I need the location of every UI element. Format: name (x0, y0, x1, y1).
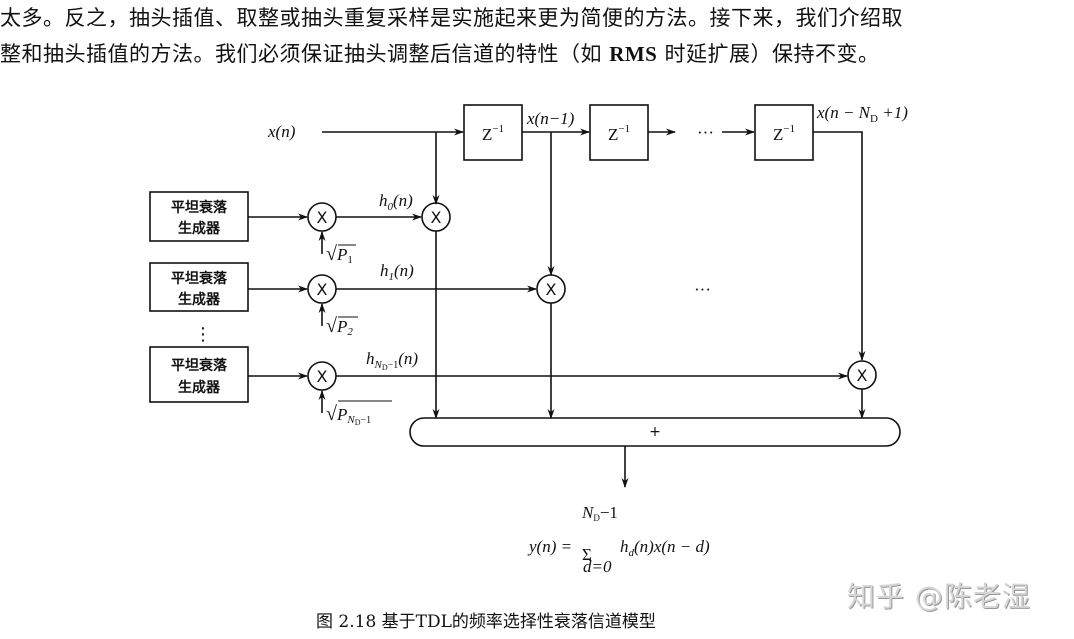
multiply-icon: X (317, 367, 328, 386)
paragraph-text: 太多。反之，抽头插值、取整或抽头重复采样是实施起来更为简便的方法。接下来，我们介… (0, 6, 903, 30)
paragraph-text: 时延扩展）保持不变。 (657, 42, 880, 66)
adder (409, 417, 901, 447)
delay-ellipsis: ··· (697, 123, 714, 142)
multiply-icon: X (317, 280, 328, 299)
generator-label: 平坦衰落 (171, 357, 228, 374)
vertical-ellipsis: ⋮ (194, 324, 212, 345)
watermark: 知乎 @陈老湿 (847, 580, 1031, 613)
delay-label: Z−1 (482, 123, 504, 144)
sqrt-p2-label: √P2 (326, 315, 353, 338)
sqrt-pn-label: √PND−1 (326, 403, 371, 427)
h1-label: h1(n) (380, 261, 414, 283)
adder-plus-icon: + (649, 424, 661, 440)
sum-upper-limit: ND−1 (581, 503, 618, 523)
paragraph-text: 整和抽头插值的方法。我们必须保证抽头调整后信道的特性（如 (0, 42, 610, 66)
generator-label: 生成器 (178, 291, 221, 308)
multiply-icon: X (317, 208, 328, 227)
fading-generator-2 (149, 262, 249, 312)
formula-body: hd(n)x(n − d) (620, 537, 710, 559)
sqrt-p1-label: √P1 (326, 243, 353, 266)
last-tap-label: x(n − ND +1) (816, 103, 908, 125)
multiply-icon: X (431, 208, 442, 227)
tap-last-line (813, 131, 866, 361)
delay-label: Z−1 (608, 123, 630, 144)
sum-lower-limit: d=0 (583, 557, 612, 576)
formula-lhs: y(n) = (527, 537, 572, 556)
tap-ellipsis: ··· (694, 280, 711, 299)
sum-icon: Σ (582, 545, 592, 564)
generator-label: 平坦衰落 (171, 270, 228, 287)
hN-label: hND−1(n) (366, 349, 418, 372)
input-label: x(n) (267, 122, 296, 141)
paragraph-line-1: 太多。反之，抽头插值、取整或抽头重复采样是实施起来更为简便的方法。接下来，我们介… (0, 8, 903, 29)
delay-label: Z−1 (773, 123, 795, 144)
fading-generator-n (149, 346, 249, 403)
multiply-icon: X (857, 366, 868, 385)
generator-label: 生成器 (178, 220, 221, 237)
h0-label: h0(n) (379, 191, 413, 213)
paragraph-line-2: 整和抽头插值的方法。我们必须保证抽头调整后信道的特性（如 RMS 时延扩展）保持… (0, 44, 880, 65)
rms-term: RMS (609, 42, 658, 66)
generator-label: 平坦衰落 (171, 199, 228, 216)
tap1-label: x(n−1) (526, 109, 575, 128)
figure-caption: 图 2.18 基于TDL的频率选择性衰落信道模型 (316, 612, 656, 632)
multiply-icon: X (546, 280, 557, 299)
generator-label: 生成器 (178, 379, 221, 396)
